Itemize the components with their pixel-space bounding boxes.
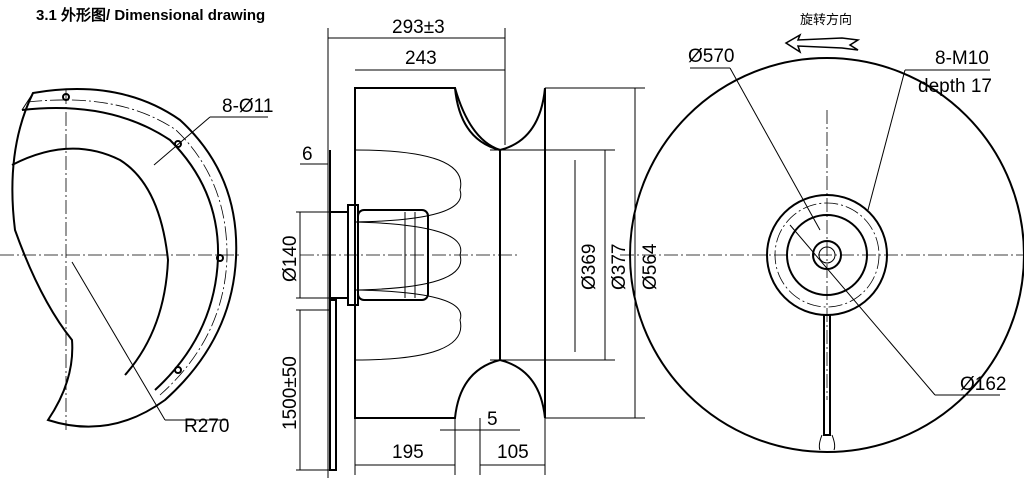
inlet-depth-dimension: 105 [497,442,529,463]
holes-dimension: 8-Ø11 [222,96,273,117]
front-view: 旋转方向 Ø570 8-M10 depth 17 Ø162 [620,12,1024,453]
thread-holes-dimension: 8-M10 [935,48,989,69]
impeller-depth-dimension: 195 [392,442,424,463]
thread-depth-dimension: depth 17 [918,76,992,97]
inlet-inner-diameter-dimension: Ø369 [579,244,600,290]
overall-length-dimension: 293±3 [392,17,445,38]
cable-length-dimension: 1500±50 [280,356,301,430]
gap-dimension: 5 [487,409,498,430]
side-view: 293±3 243 6 Ø140 1500±50 195 [280,17,661,478]
left-view-impeller-section: 8-Ø11 R270 [0,88,273,437]
blade-length-dimension: 243 [405,48,437,69]
drawing-title: 3.1 外形图/ Dimensional drawing [36,6,265,24]
bolt-circle-dimension: Ø162 [960,374,1006,395]
inlet-ring-diameter-dimension: Ø564 [640,243,661,290]
rotation-direction-label: 旋转方向 [800,12,852,27]
outer-diameter-dimension: Ø570 [688,46,734,67]
rotation-arrow-icon [784,33,861,54]
motor-diameter-dimension: Ø140 [280,236,301,282]
flange-thickness-dimension: 6 [302,144,313,165]
inlet-outer-diameter-dimension: Ø377 [609,244,630,290]
radius-dimension: R270 [184,416,229,437]
